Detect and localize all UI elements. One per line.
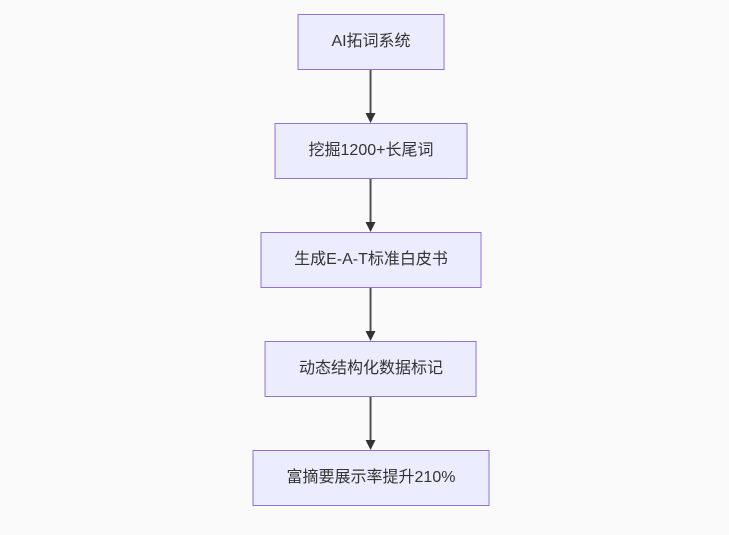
arrowhead-down-icon (366, 222, 376, 232)
flow-arrow-3 (366, 288, 376, 341)
arrowhead-down-icon (366, 440, 376, 450)
flow-node-2: 挖掘1200+长尾词 (274, 123, 468, 179)
flow-node-4: 动态结构化数据标记 (264, 341, 477, 397)
flow-node-3: 生成E-A-T标准白皮书 (260, 232, 482, 288)
arrow-line (370, 397, 372, 440)
flow-node-5: 富摘要展示率提升210% (252, 450, 490, 506)
flow-arrow-2 (366, 179, 376, 232)
flow-arrow-1 (366, 70, 376, 123)
arrow-line (370, 70, 372, 113)
flow-node-1: AI拓词系统 (297, 14, 445, 70)
arrow-line (370, 179, 372, 222)
flow-arrow-4 (366, 397, 376, 450)
arrow-line (370, 288, 372, 331)
arrowhead-down-icon (366, 113, 376, 123)
arrowhead-down-icon (366, 331, 376, 341)
flowchart: AI拓词系统 挖掘1200+长尾词 生成E-A-T标准白皮书 动态结构化数据标记… (252, 14, 490, 506)
